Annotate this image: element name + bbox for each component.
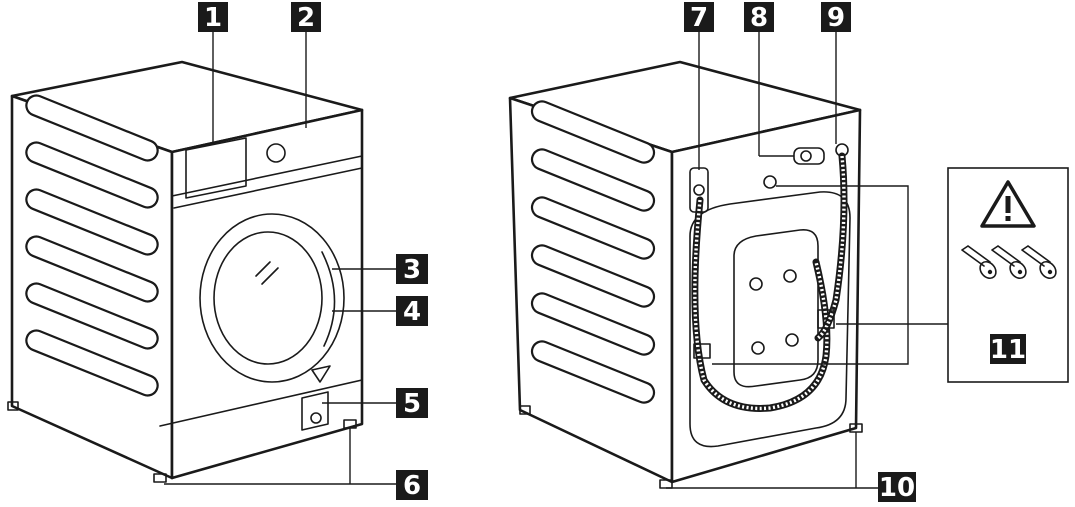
program-dial bbox=[266, 143, 286, 163]
label-8: 8 bbox=[744, 2, 774, 33]
door-inner-ring bbox=[213, 231, 323, 365]
transit-bolt-top bbox=[763, 175, 777, 189]
door-handle bbox=[321, 251, 336, 347]
plastic-cap-icon-3 bbox=[1021, 245, 1057, 280]
label-4: 4 bbox=[396, 296, 428, 327]
label-9: 9 bbox=[821, 2, 851, 33]
label-8-text: 8 bbox=[750, 3, 768, 33]
label-9-text: 9 bbox=[827, 3, 845, 33]
control-panel-divider bbox=[173, 167, 363, 209]
hose-bracket bbox=[817, 309, 835, 329]
front-foot-back bbox=[7, 401, 19, 411]
door-indicator-triangle bbox=[311, 365, 331, 383]
transit-bolt-hole-2 bbox=[783, 269, 797, 283]
power-cable-plug bbox=[693, 184, 705, 196]
control-panel-strip bbox=[171, 155, 363, 197]
filter-cover bbox=[301, 391, 329, 431]
transit-bolt-hole-3 bbox=[751, 341, 765, 355]
door-outer-ring bbox=[199, 213, 345, 383]
back-side-ribs bbox=[530, 100, 656, 404]
emergency-drain-cap bbox=[310, 412, 322, 424]
front-face-panel bbox=[170, 108, 364, 480]
transit-bolt-hole-4 bbox=[785, 333, 799, 347]
label-5: 5 bbox=[396, 388, 428, 419]
label-7-text: 7 bbox=[690, 3, 708, 33]
back-foot-back bbox=[519, 405, 531, 415]
label-11-text: 11 bbox=[990, 335, 1026, 365]
back-rear-panel bbox=[670, 108, 862, 484]
plastic-cap-icon-1 bbox=[961, 245, 997, 280]
label-10-text: 10 bbox=[879, 473, 915, 503]
label-11: 11 bbox=[990, 334, 1026, 365]
label-6-text: 6 bbox=[403, 471, 421, 501]
back-leader-lines bbox=[666, 30, 948, 489]
water-inlet-valve bbox=[800, 150, 812, 162]
back-view-machine bbox=[508, 60, 863, 489]
label-3-text: 3 bbox=[403, 255, 421, 285]
transit-bolt-hole-1 bbox=[749, 277, 763, 291]
label-2-text: 2 bbox=[297, 3, 315, 33]
label-3: 3 bbox=[396, 254, 428, 285]
label-7: 7 bbox=[684, 2, 714, 33]
label-10: 10 bbox=[878, 472, 916, 503]
detergent-drawer bbox=[185, 137, 247, 199]
warning-triangle-icon bbox=[980, 180, 1036, 228]
label-2: 2 bbox=[291, 2, 321, 33]
rear-cover-inner bbox=[733, 229, 819, 388]
front-foot-left bbox=[153, 473, 167, 483]
front-view-machine bbox=[7, 60, 364, 483]
label-4-text: 4 bbox=[403, 297, 421, 327]
label-1: 1 bbox=[198, 2, 228, 33]
plastic-cap-icon-2 bbox=[991, 245, 1027, 280]
plinth-line bbox=[159, 379, 363, 427]
label-1-text: 1 bbox=[204, 3, 222, 33]
drain-hose-bracket bbox=[693, 343, 711, 359]
front-side-ribs bbox=[25, 94, 159, 397]
label-5-text: 5 bbox=[403, 389, 421, 419]
label-6: 6 bbox=[396, 470, 428, 501]
front-leader-lines bbox=[164, 30, 396, 485]
rear-cover-panel bbox=[689, 191, 851, 448]
door-glass-reflection bbox=[255, 261, 279, 285]
